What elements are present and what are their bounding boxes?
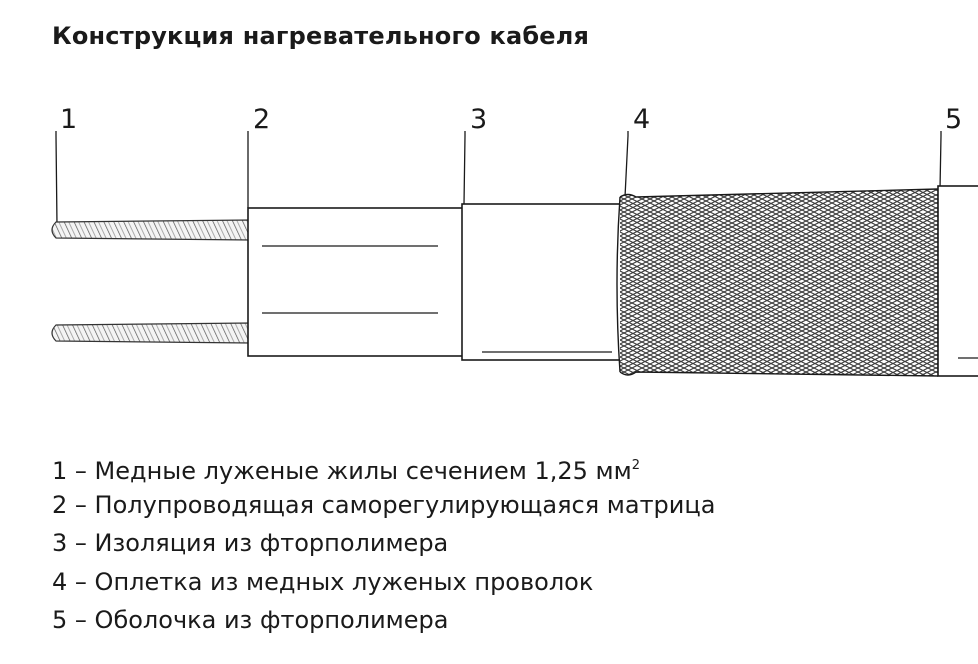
copper-braid [616, 188, 939, 377]
legend: 1 – Медные луженые жилы сечением 1,25 мм… [52, 447, 715, 640]
leader-line-1 [55, 131, 58, 227]
leader-line-3 [463, 131, 466, 205]
cable-diagram: 1 2 3 4 5 [51, 104, 978, 377]
layer-number-4: 4 [633, 104, 650, 135]
copper-conductor-top [51, 219, 251, 241]
copper-conductor-bottom [51, 322, 251, 344]
layer-number-3: 3 [470, 104, 487, 135]
legend-item-3: 3 – Изоляция из фторполимера [52, 529, 449, 557]
layer-number-1: 1 [60, 104, 77, 135]
legend-item-5: 5 – Оболочка из фторполимера [52, 606, 449, 634]
semiconductive-matrix [247, 207, 465, 357]
layer-number-5: 5 [945, 104, 962, 135]
leader-line-5 [939, 131, 942, 190]
legend-item-4: 4 – Оплетка из медных луженых проволок [52, 567, 594, 596]
legend-item-2: 2 – Полупроводящая саморегулирующаяся ма… [52, 490, 716, 519]
leader-line-4 [624, 131, 629, 198]
leader-lines [55, 131, 942, 227]
fluoropolymer-insulation [461, 203, 625, 361]
diagram-title: Конструкция нагревательного кабеля [52, 22, 590, 50]
legend-item-1: 1 – Медные луженые жилы сечением 1,25 мм… [52, 457, 641, 485]
layer-number-2: 2 [253, 104, 270, 135]
fluoropolymer-jacket [937, 185, 978, 377]
